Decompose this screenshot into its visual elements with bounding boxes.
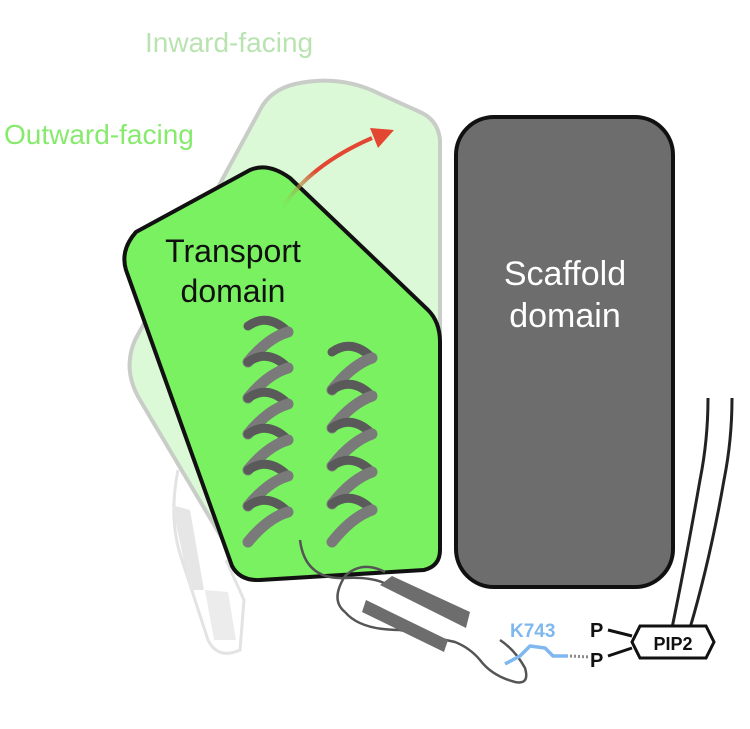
lipid-tail-2	[688, 397, 734, 629]
beta-strand-upper	[380, 576, 470, 628]
conformational-change-arrow-icon	[280, 128, 394, 210]
phosphate-2-label: P	[590, 650, 603, 672]
scaffold-domain-label-line1: Scaffold	[504, 255, 626, 293]
inward-ghost-strand-1	[172, 505, 204, 590]
helix-left	[242, 315, 294, 548]
lipid-tail-1	[670, 397, 710, 629]
scaffold-domain-label-line2: domain	[509, 297, 621, 335]
linker-region	[298, 539, 528, 684]
hexagon-headgroup-icon	[630, 624, 716, 660]
phosphate-1-label: P	[590, 620, 603, 642]
helix-right-turn-front	[326, 504, 378, 548]
k743-label: K743	[510, 621, 555, 642]
inward-ghost-loop	[172, 469, 246, 655]
phosphate-bond-2	[607, 646, 633, 658]
outward-facing-label: Outward-facing	[4, 119, 194, 150]
transport-domain-label-line2: domain	[181, 273, 286, 309]
pip2-label: PIP2	[653, 634, 692, 654]
helices	[242, 315, 378, 548]
beta-strand-lower	[362, 600, 448, 652]
scaffold-domain-shape	[454, 115, 675, 589]
phosphate-bond-1	[607, 628, 633, 638]
k743-residue: K743	[504, 621, 591, 666]
inward-ghost-strand-2	[205, 590, 236, 640]
k743-side-chain	[504, 644, 568, 666]
transport-domain-label-line1: Transport	[165, 233, 301, 269]
k743-salt-bridge	[569, 654, 591, 659]
helix-right	[326, 341, 378, 548]
pip2-lipid: PIP2 P P	[590, 397, 734, 672]
inward-facing-label: Inward-facing	[145, 27, 313, 58]
helix-left-turn-front	[242, 506, 294, 548]
